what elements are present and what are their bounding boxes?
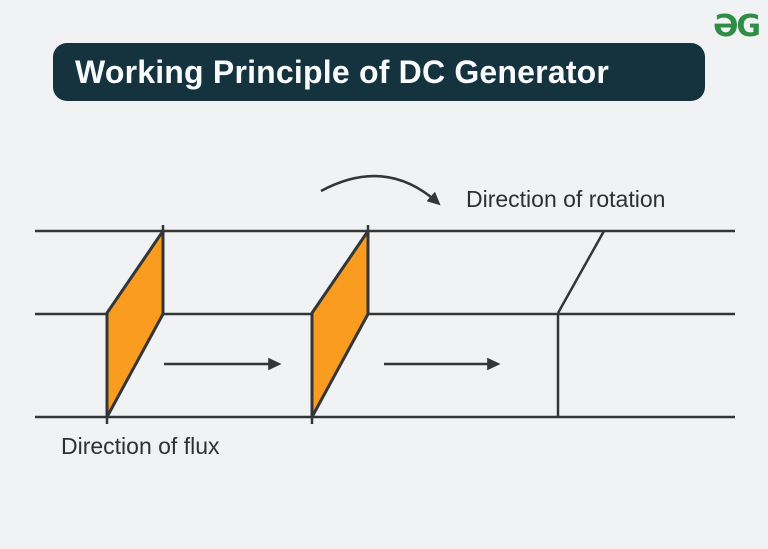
title-banner: Working Principle of DC Generator [53, 43, 705, 101]
flux-direction-label: Direction of flux [61, 433, 220, 459]
geeksforgeeks-logo-icon: ƏG [712, 9, 761, 44]
page-title: Working Principle of DC Generator [75, 53, 610, 90]
armature-coil-2 [310, 229, 370, 419]
coil-edge-ticks [105, 225, 370, 424]
armature-coil-1 [105, 229, 165, 419]
next-coil-slant-edge [556, 230, 606, 314]
rotation-direction-label: Direction of rotation [466, 186, 666, 212]
next-coil-position-outline [556, 230, 606, 418]
rotation-arrow [320, 174, 441, 206]
